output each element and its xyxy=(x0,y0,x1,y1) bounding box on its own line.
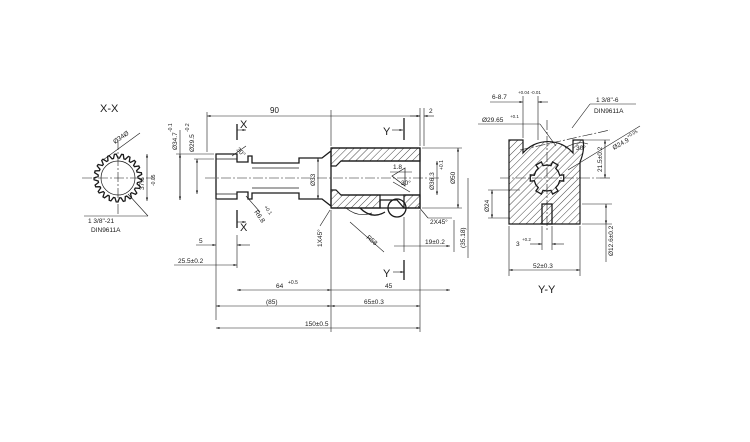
yy-d126: Ø12.6±0.2 xyxy=(608,225,615,256)
dim-d347: Ø34.7 xyxy=(172,132,179,150)
view-xx: X-X Ø34Ø 37.6 -0.05 1 3/8"-21 DIN9611A xyxy=(82,103,157,234)
view-xx-title: X-X xyxy=(100,103,119,115)
xx-root-tolerance: -0.05 xyxy=(151,174,157,186)
dim-chamfer-1x45: 1X45° xyxy=(316,229,324,247)
yy-d687-tol: +0.04 -0.01 xyxy=(518,90,541,95)
dim-len-45: 45 xyxy=(385,283,393,290)
dim-d363-tol: +0.1 xyxy=(439,160,445,170)
view-main: X X Y Y 90 2 Ø34.7 -0.1 Ø29.5 -0.2 30° xyxy=(168,106,469,332)
dim-d33: Ø33 xyxy=(310,173,317,186)
dim-5: 5 xyxy=(199,238,203,245)
section-x-bottom: X xyxy=(240,222,248,234)
dim-len-64-tol: +0.5 xyxy=(288,280,298,286)
yy-len-52: 52±0.3 xyxy=(533,263,553,270)
yy-dim-215: 21.5±0.2 xyxy=(597,146,604,172)
dim-len-255: 25.5±0.2 xyxy=(178,258,204,265)
yy-d249-tol: +0.05 xyxy=(626,129,639,139)
yy-title: Y-Y xyxy=(538,284,556,296)
yy-d687: 6-8.7 xyxy=(492,94,507,101)
dim-chamfer-30: 30° xyxy=(401,179,411,187)
view-yy: Y-Y 6-8.7 +0.04 -0.01 1 3/8"-6 DIN9611A … xyxy=(478,90,641,296)
yy-dim-3-tol: +0.2 xyxy=(522,237,531,242)
yy-dim-3: 3 xyxy=(516,241,520,248)
housing-section xyxy=(330,147,421,218)
dim-18: 1.8 xyxy=(393,164,402,171)
dim-d363: Ø36.3 xyxy=(429,172,436,190)
dim-len-64: 64 xyxy=(276,283,284,290)
dim-d295: Ø29.5 xyxy=(189,134,196,152)
dim-len-3518: (35.18) xyxy=(460,227,467,248)
dim-len-85: (85) xyxy=(266,299,278,306)
yy-spline-standard: DIN9611A xyxy=(594,108,624,115)
xx-spline-spec: 1 3/8"-21 xyxy=(88,218,115,225)
yy-section-body xyxy=(508,139,585,225)
dim-len-65: 65±0.3 xyxy=(364,299,384,306)
yy-d2965: Ø29.65 xyxy=(482,117,504,124)
dim-len-19: 19±0.2 xyxy=(425,239,445,246)
section-y-bottom: Y xyxy=(383,268,391,280)
yy-spline-spec: 1 3/8"-6 xyxy=(596,97,619,104)
yy-angle-30: 30° xyxy=(576,144,586,152)
yy-d2965-tol: +0.1 xyxy=(510,114,519,119)
dim-r68-tol: +0.1 xyxy=(262,205,273,217)
dim-d295-tol: -0.2 xyxy=(185,123,191,132)
dim-r68: R6.8 xyxy=(252,209,266,225)
dim-2: 2 xyxy=(429,108,433,115)
yy-d24: Ø24 xyxy=(484,199,491,212)
xx-root-diameter: 37.6 xyxy=(139,177,146,190)
dim-chamfer-2x45: 2X45° xyxy=(430,218,448,226)
section-y-top: Y xyxy=(383,126,391,138)
section-x-top: X xyxy=(240,119,248,131)
xx-outer-diameter: Ø34Ø xyxy=(112,130,130,146)
xx-spline-standard: DIN9611A xyxy=(91,227,121,234)
dim-d347-tol: -0.1 xyxy=(168,123,174,132)
dim-d50: Ø50 xyxy=(450,171,457,184)
dim-len-90: 90 xyxy=(270,106,279,115)
dim-len-150: 150±0.5 xyxy=(305,321,329,328)
